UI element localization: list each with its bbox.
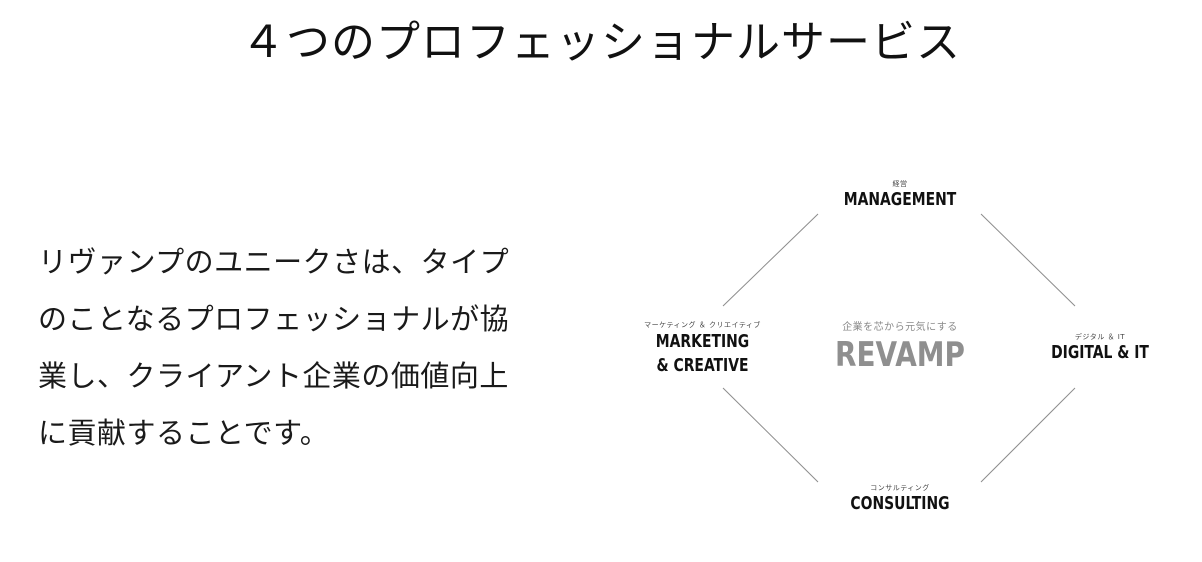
description-line: に貢献することです。 <box>38 416 330 450</box>
node-digital-it-subtitle: デジタル ＆ IT <box>1074 333 1126 341</box>
node-management-subtitle: 経営 <box>892 180 908 188</box>
page-title: ４つのプロフェッショナルサービス <box>241 17 961 68</box>
node-management: 経営 MANAGEMENT <box>800 179 1000 211</box>
node-digital-it: デジタル ＆ IT DIGITAL & IT <box>1015 332 1185 364</box>
node-creative-label: & CREATIVE <box>656 355 749 376</box>
center-subtitle: 企業を芯から元気にする <box>842 322 958 333</box>
description-line: 業し、クライアント企業の価値向上 <box>38 359 509 393</box>
description-line: リヴァンプのユニークさは、タイプ <box>38 245 510 279</box>
node-management-label: MANAGEMENT <box>843 189 957 210</box>
description: リヴァンプのユニークさは、タイプ のことなるプロフェッショナルが協 業し、クライ… <box>38 234 548 462</box>
services-diagram: 経営 MANAGEMENT デジタル ＆ IT DIGITAL & IT コンサ… <box>620 170 1180 530</box>
diagram-connectors <box>722 213 1076 483</box>
center-label: REVAMP <box>835 335 965 375</box>
node-digital-it-label: DIGITAL & IT <box>1051 342 1149 363</box>
node-consulting-subtitle: コンサルティング <box>870 484 930 492</box>
connector-bottom-right <box>980 387 1076 483</box>
connector-top-right <box>980 213 1076 307</box>
node-marketing-creative-subtitle: マーケティング ＆ クリエイティブ <box>644 321 761 329</box>
node-consulting: コンサルティング CONSULTING <box>800 483 1000 515</box>
connector-bottom-left <box>722 387 819 483</box>
node-consulting-label: CONSULTING <box>850 493 950 514</box>
center-revamp: 企業を芯から元気にする REVAMP <box>800 321 1000 375</box>
connector-top-left <box>722 213 819 307</box>
node-marketing-label: MARKETING <box>655 331 750 352</box>
description-line: のことなるプロフェッショナルが協 <box>38 302 510 336</box>
node-marketing-creative: マーケティング ＆ クリエイティブ MARKETING & CREATIVE <box>620 320 785 378</box>
